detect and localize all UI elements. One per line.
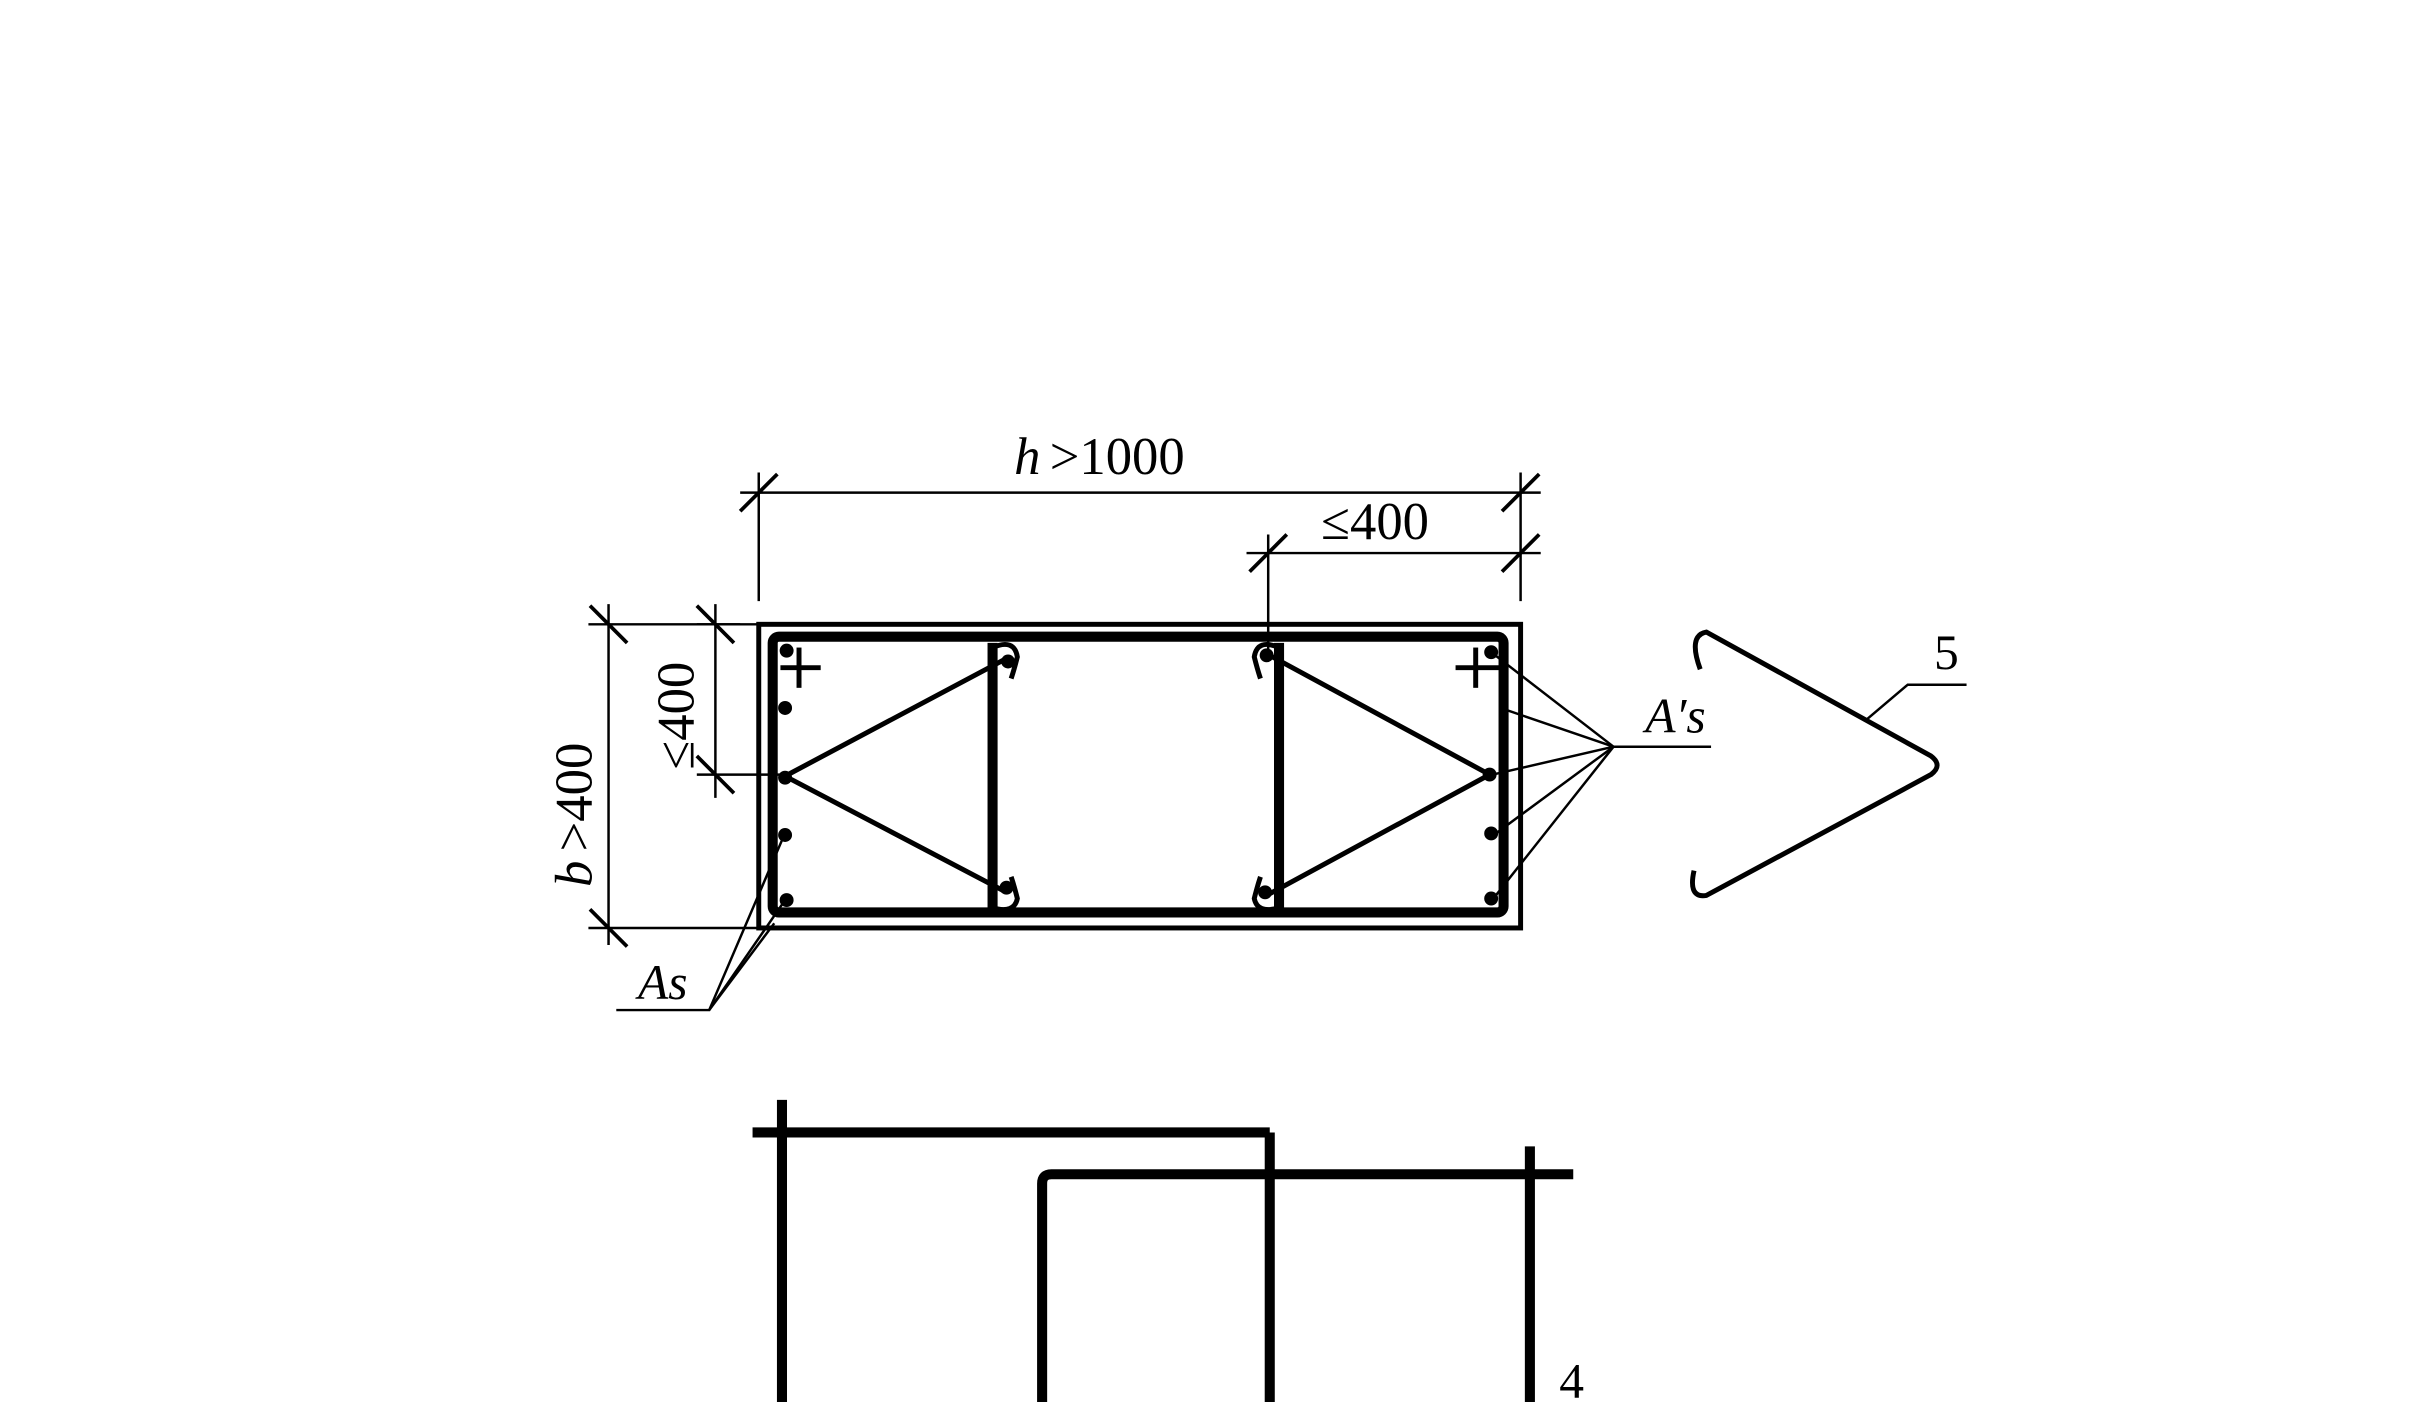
dimension-h: h>1000 [738,428,1541,602]
diamond-tie-left [779,656,1008,895]
corner-marks [780,647,1499,688]
as-label: As [635,955,688,1010]
b-dimension-label: b>400 [546,743,604,887]
mark-4-label: 4 [1559,1353,1584,1402]
h-dimension-label: h>1000 [1014,428,1185,486]
as-prime-label: A′s [1642,689,1705,744]
as-leader: As [616,836,787,1012]
diamond-tie-right [1265,651,1495,898]
outer-stirrup [767,631,1509,918]
top-spacing-label: ≤400 [1321,493,1429,551]
mark-5-label: 5 [1934,625,1959,680]
dimension-top-spacing: ≤400 [1246,493,1541,651]
concrete-outline [756,621,1524,931]
longitudinal-bars [778,643,1499,908]
bent-bar-detail: 5 [1690,625,1967,899]
tie-hooks [991,642,1281,913]
dimension-b: b>400 [546,604,759,948]
side-spacing-label: ≤400 [648,662,706,770]
lower-bar-detail: 4 [752,1099,1584,1402]
as-prime-leader: A′s [1490,651,1712,897]
